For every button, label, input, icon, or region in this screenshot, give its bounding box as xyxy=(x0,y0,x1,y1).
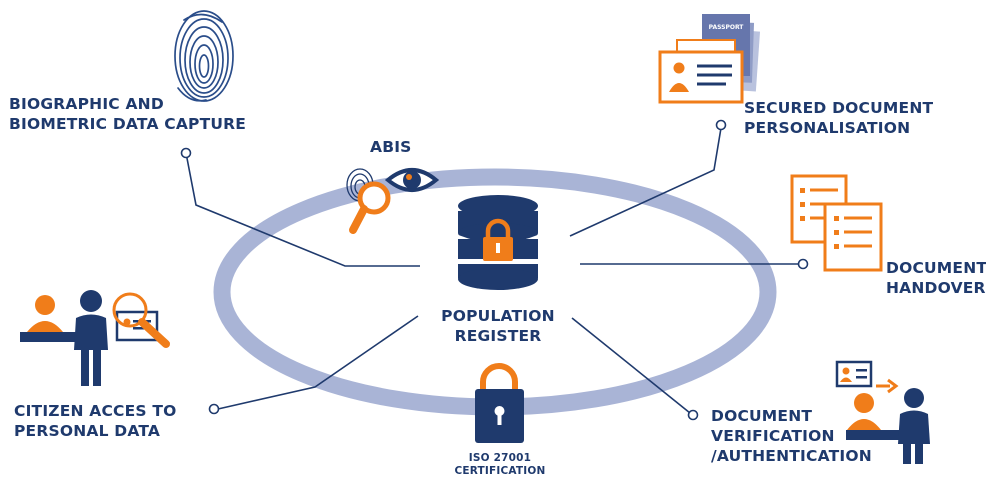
database-lock-icon xyxy=(457,195,539,290)
connector-ends xyxy=(180,119,809,421)
passport-id-card-icon: PASSPORT xyxy=(658,14,761,104)
connector-end-verification xyxy=(687,409,699,421)
padlock-icon xyxy=(475,363,524,443)
fingerprint-magnifier-eye-icon xyxy=(346,168,440,234)
label-verification-line2: VERIFICATION xyxy=(711,427,835,445)
connector-end-citizen xyxy=(208,403,220,415)
connector-citizen xyxy=(217,315,419,410)
label-citizen: CITIZEN ACCES TO PERSONAL DATA xyxy=(14,401,177,441)
label-citizen-line1: CITIZEN ACCES TO xyxy=(14,402,177,420)
label-iso-line1: ISO 27001 xyxy=(468,452,532,464)
label-secured-line2: PERSONALISATION xyxy=(744,119,911,137)
label-biographic: BIOGRAPHIC AND BIOMETRIC DATA CAPTURE xyxy=(9,94,246,134)
label-handover-line1: DOCUMENT xyxy=(886,259,986,277)
label-abis: ABIS xyxy=(370,137,412,157)
label-abis-text: ABIS xyxy=(370,138,412,156)
documents-list-icon xyxy=(790,174,883,272)
connector-lines xyxy=(185,127,800,414)
label-biographic-line1: BIOGRAPHIC AND xyxy=(9,95,164,113)
label-handover: DOCUMENT HANDOVER xyxy=(886,258,986,298)
connector-biographic xyxy=(185,152,420,267)
label-verification: DOCUMENT VERIFICATION /AUTHENTICATION xyxy=(711,406,872,466)
label-population-line1: POPULATION xyxy=(441,307,555,325)
passport-text: PASSPORT xyxy=(709,24,745,31)
label-secured-line1: SECURED DOCUMENT xyxy=(744,99,934,117)
label-iso: ISO 27001 CERTIFICATION xyxy=(440,452,560,478)
connector-end-secured xyxy=(715,119,727,131)
label-verification-line1: DOCUMENT xyxy=(711,407,813,425)
label-citizen-line2: PERSONAL DATA xyxy=(14,422,161,440)
label-population-line2: REGISTER xyxy=(454,327,542,345)
id-check-desk-icon xyxy=(835,360,930,464)
connector-secured xyxy=(569,127,722,237)
label-secured: SECURED DOCUMENT PERSONALISATION xyxy=(744,98,933,138)
label-handover-line2: HANDOVER xyxy=(886,279,986,297)
label-verification-line3: /AUTHENTICATION xyxy=(711,447,872,465)
connector-end-biographic xyxy=(180,147,192,159)
connector-end-handover xyxy=(797,258,809,270)
label-population-register: POPULATION REGISTER xyxy=(438,306,558,346)
label-iso-line2: CERTIFICATION xyxy=(454,465,546,477)
fingerprint-icon xyxy=(174,10,234,102)
connector-verification xyxy=(571,317,691,414)
citizen-desk-magnifier-icon xyxy=(20,290,170,386)
label-biographic-line2: BIOMETRIC DATA CAPTURE xyxy=(9,115,247,133)
